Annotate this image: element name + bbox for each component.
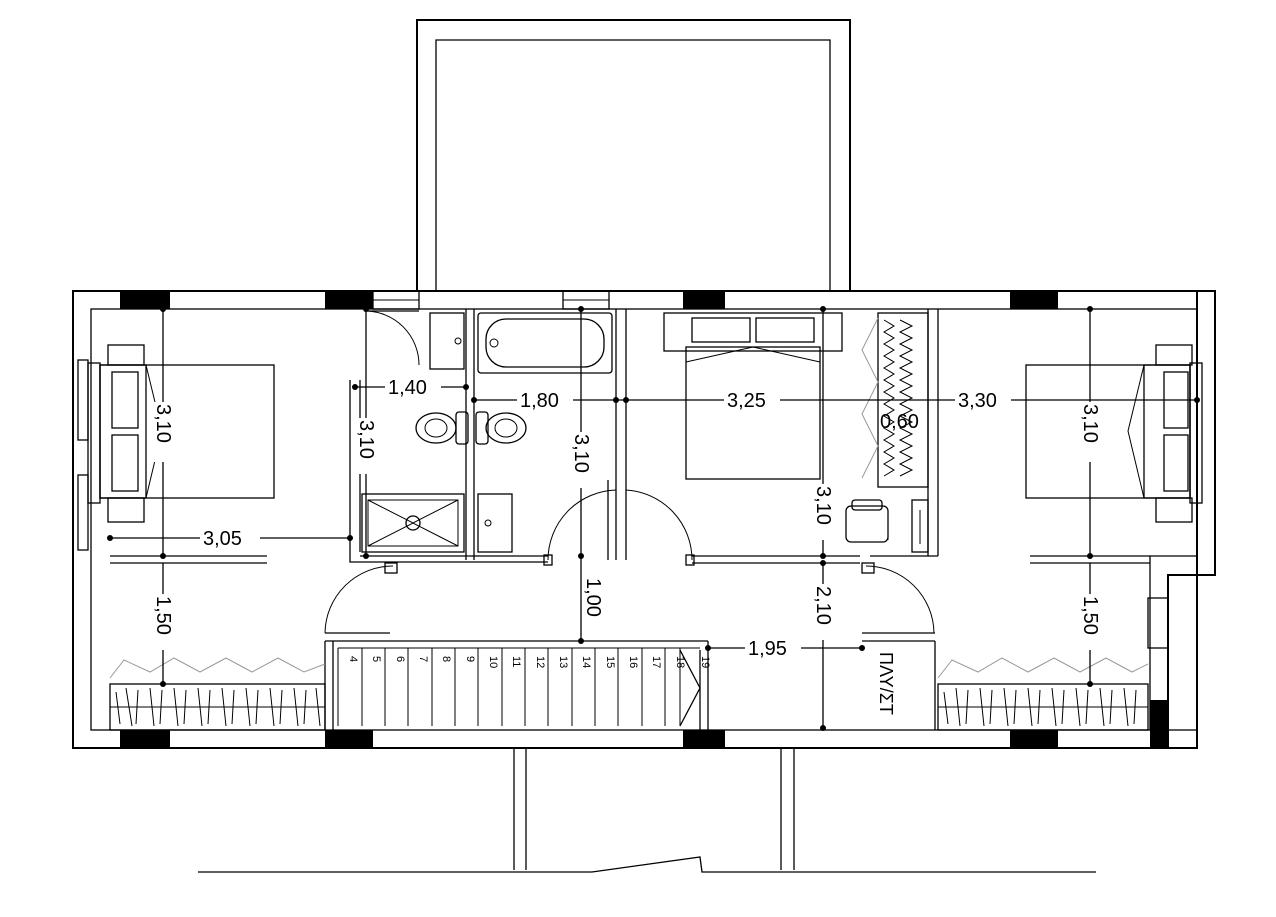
dim-stair-landing: 1,95: [748, 638, 787, 660]
stair-number: 5: [370, 656, 382, 662]
dim-master-depth: 3,10: [812, 486, 834, 525]
left-bed: [87, 344, 275, 523]
dim-wc-width: 1,80: [520, 390, 559, 412]
dim-corridor-depth: 3,10: [570, 434, 592, 473]
dim-master-width: 3,25: [727, 390, 766, 412]
stair-number: 6: [394, 656, 406, 662]
stair-number: 18: [674, 656, 686, 668]
right-wardrobe: [937, 657, 1149, 731]
stair-number: 12: [534, 656, 546, 668]
dim-right-room-depth: 3,10: [1079, 404, 1101, 443]
stair-number: 7: [417, 656, 429, 662]
desk-chair: [845, 499, 889, 543]
bathroom-fixtures: [361, 312, 613, 553]
stair-step-numbers: 4 5 6 7 8 9 10 11 12 13 14 15 16 17 18 1…: [347, 656, 711, 668]
column: [325, 730, 373, 748]
dim-right-wardrobe-depth: 1,50: [1079, 596, 1101, 635]
dim-bath-depth: 3,10: [355, 420, 377, 459]
dim-bath-width: 1,40: [388, 377, 427, 399]
top-balcony: [416, 19, 851, 292]
stair-number: 13: [557, 656, 569, 668]
stair-number: 15: [604, 656, 616, 668]
stair-number: 10: [487, 656, 499, 668]
column: [1010, 730, 1058, 748]
column: [683, 730, 725, 748]
column: [683, 291, 725, 309]
stair-number: 9: [464, 656, 476, 662]
dim-right-room-width: 3,30: [958, 390, 997, 412]
column: [1150, 700, 1168, 748]
stair-number: 8: [440, 656, 452, 662]
right-bed: [1025, 344, 1203, 523]
column: [120, 730, 170, 748]
dim-left-wardrobe-depth: 1,50: [152, 596, 174, 635]
stair-number: 4: [347, 656, 359, 662]
stair-number: 17: [650, 656, 662, 668]
dim-left-room-width: 3,05: [203, 528, 242, 550]
stair-number: 11: [510, 656, 522, 667]
master-bed: [663, 312, 843, 480]
outer-walls: [72, 290, 1216, 749]
door-swings: [324, 310, 935, 634]
dim-corridor-width: 1,00: [582, 578, 604, 617]
dim-closet-width: 0,60: [880, 411, 919, 433]
windows: [77, 290, 1169, 649]
dim-lower-depth: 2,10: [812, 586, 834, 625]
column: [120, 291, 170, 309]
dimension-labels: 3,10 1,50 3,05 1,40 3,10 1,80 3,10 1,00 …: [152, 376, 1101, 660]
column: [1010, 291, 1058, 309]
staircase: 4 5 6 7 8 9 10 11 12 13 14 15 16 17 18 1…: [337, 647, 711, 727]
stair-number: 14: [580, 656, 592, 668]
ground-outline: [198, 748, 1096, 873]
stair-number: 19: [699, 656, 711, 668]
column: [325, 291, 373, 309]
stair-number: 16: [627, 656, 639, 668]
structural-columns: [120, 291, 1168, 748]
dim-left-room-depth: 3,10: [152, 404, 174, 443]
left-wardrobe: [109, 657, 326, 731]
storage-label: ΠΛΥ/ΣΤ: [876, 652, 896, 715]
